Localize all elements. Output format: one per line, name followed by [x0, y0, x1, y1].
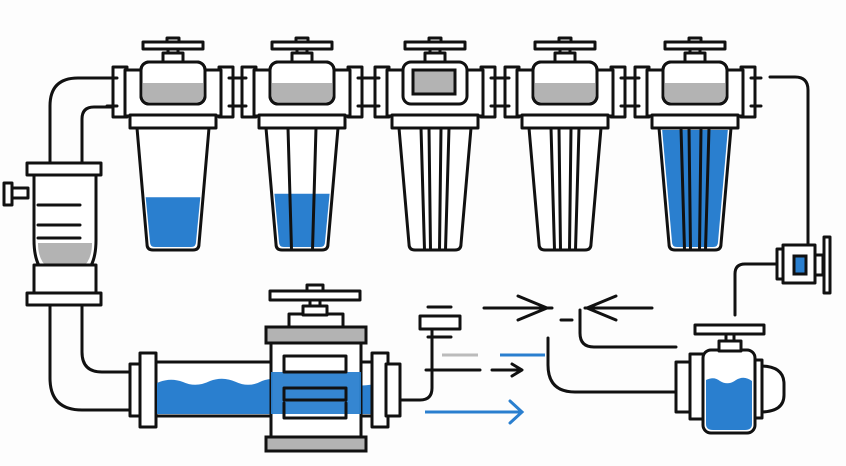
flow-meter-handle[interactable] [822, 235, 832, 295]
drain-valve-icon[interactable] [2, 181, 30, 207]
filter-bowl-outline [527, 126, 603, 252]
gate-window [282, 386, 348, 402]
right-riser-pipe [768, 75, 810, 247]
cartridge-line [311, 126, 318, 252]
sediment-trap [2, 161, 103, 307]
arrow-right-top-icon [482, 294, 554, 322]
filter-housing [234, 36, 370, 252]
cartridge-line [704, 126, 711, 252]
flow-meter-indicator [792, 254, 808, 276]
pump-cap [758, 364, 786, 414]
inlet-elbow-pipe [48, 76, 120, 165]
filter-bowl-outline [397, 126, 473, 252]
gate-window [282, 354, 348, 374]
pump-handwheel[interactable] [693, 323, 766, 336]
sediment-trap-neck [32, 263, 98, 295]
filter-bowl-outline [657, 126, 733, 252]
sensor-box [418, 314, 462, 331]
pump-water [706, 377, 752, 430]
arrow-left-top-icon [583, 294, 654, 322]
cap-level [272, 83, 332, 102]
filter-housings [105, 36, 763, 252]
arrow-right-mid-icon [490, 362, 524, 378]
bowl-collar [390, 113, 480, 130]
cap-level [143, 83, 203, 102]
cartridge-line [427, 126, 432, 252]
filter-housing [497, 36, 633, 252]
sediment-trap-bottom-flange [25, 291, 103, 307]
cartridge-line [687, 126, 692, 252]
cartridge-line [419, 126, 426, 252]
cartridge-line [679, 126, 686, 252]
filter-housing [367, 36, 503, 252]
filter-housing [105, 36, 241, 252]
filter-housing [627, 36, 763, 252]
flow-meter [733, 235, 832, 317]
filter-bowl-outline [135, 126, 211, 252]
pump-inlet-pipe-inner [578, 308, 678, 349]
cartridge-line [549, 126, 556, 252]
cartridge-line [568, 126, 573, 252]
cartridge-line [557, 126, 562, 252]
horizontal-tank [128, 283, 434, 453]
bowl-water [662, 130, 728, 247]
pump-flange [674, 360, 692, 414]
filter-bowl [399, 128, 471, 250]
pump-chamber [546, 308, 786, 435]
bowl-collar [257, 113, 347, 130]
sediment-trap-top-flange [25, 161, 103, 177]
cartridge-line [286, 126, 293, 252]
filter-bowl [529, 128, 601, 250]
cartridge-line [698, 126, 703, 252]
cap-level [665, 83, 725, 102]
bowl-water [145, 197, 201, 247]
gate-valve-top-cap [264, 325, 368, 345]
cap-level [535, 83, 595, 102]
meter-to-pump-pipe [733, 262, 779, 317]
cartridge-line [444, 126, 451, 252]
filter-bowl-outline [264, 126, 340, 252]
bowl-water [274, 193, 330, 247]
gate-valve-bottom-cap [264, 435, 368, 453]
bowl-collar [650, 113, 740, 130]
tank-left-flange [138, 351, 158, 429]
cartridge-line [574, 126, 581, 252]
flow-indicators [418, 294, 654, 425]
bowl-collar [520, 113, 610, 130]
tank-outlet-pipe [398, 328, 434, 402]
arrow-right-bottom-icon [425, 399, 525, 425]
outlet-elbow-pipe [48, 303, 132, 412]
pump-inlet-pipe-outer [546, 336, 678, 394]
cartridge-line [438, 126, 443, 252]
cap-window [411, 68, 457, 96]
bowl-collar [128, 113, 218, 130]
